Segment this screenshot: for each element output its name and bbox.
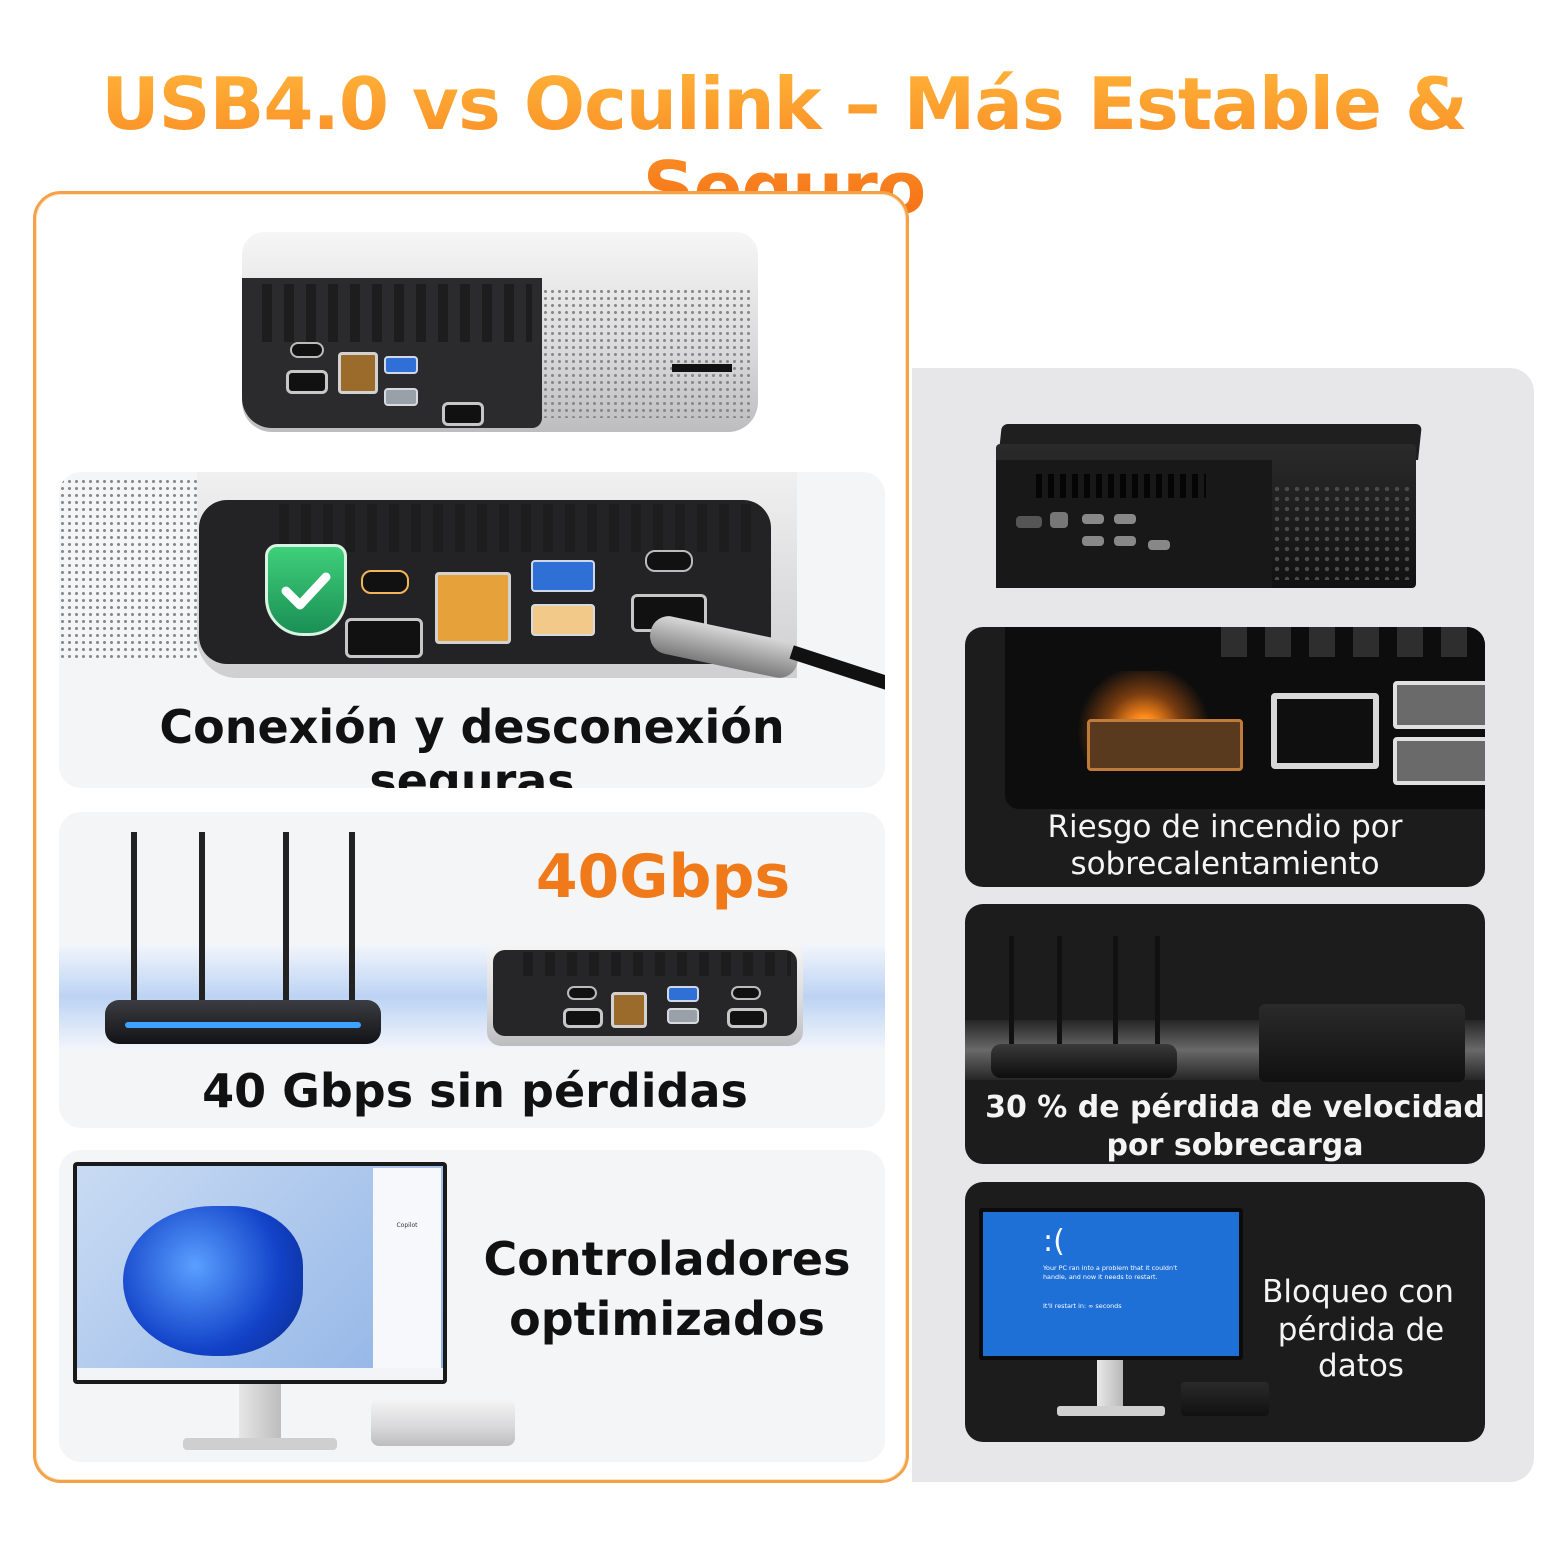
copilot-label: Copilot [396, 1222, 418, 1229]
page-title: USB4.0 vs Oculink – Más Estable & Seguro [0, 62, 1568, 230]
fire-risk-line2: sobrecalentamiento [1070, 846, 1380, 882]
mini-pc-black-small-image [1259, 1004, 1465, 1082]
card-drivers-line2: optimizados [509, 1292, 825, 1346]
card-40gbps-text: 40 Gbps sin pérdidas [202, 1064, 748, 1118]
card-drivers: Copilot Controladores optimizados [59, 1150, 885, 1462]
shield-check-icon [265, 544, 347, 636]
bsod-msg1: Your PC ran into a problem that it could… [1043, 1264, 1178, 1272]
bsod-monitor-image: :( Your PC ran into a problem that it co… [979, 1208, 1243, 1422]
card-drivers-line1: Controladores [483, 1232, 851, 1286]
bsod-msg2: handle, and now it needs to restart. [1043, 1273, 1158, 1281]
data-loss-line2: pérdida de datos [1277, 1312, 1445, 1384]
router-dark-image [991, 936, 1181, 1082]
bsod-restart: It'll restart in: ∞ seconds [1043, 1302, 1122, 1310]
router-image [105, 832, 385, 1052]
card-safe-connection: Conexión y desconexión seguras [59, 472, 885, 788]
mini-pc-small-image [371, 1398, 515, 1446]
mini-pc-silver-image [242, 232, 758, 446]
card-speed-loss: 30 % de pérdida de velocidad por sobreca… [965, 904, 1485, 1164]
speed-loss-line1: 30 % de pérdida de velocidad [985, 1090, 1485, 1125]
card-fire-risk: Riesgo de incendio por sobrecalentamient… [965, 627, 1485, 887]
data-loss-line1: Bloqueo con [1262, 1274, 1454, 1310]
mini-pc-front-image [487, 942, 803, 1046]
fire-risk-line1: Riesgo de incendio por [1047, 809, 1403, 845]
monitor-image: Copilot [73, 1162, 447, 1458]
speed-label: 40Gbps [535, 842, 791, 912]
mini-pc-black-tiny-image [1181, 1382, 1269, 1416]
card-40gbps: 40Gbps 40 Gbps sin pérdidas [59, 812, 885, 1128]
speed-loss-line2: por sobrecarga [1106, 1128, 1364, 1163]
card-data-loss: :( Your PC ran into a problem that it co… [965, 1182, 1485, 1442]
mini-pc-black-image [996, 424, 1422, 588]
card-safe-connection-text: Conexión y desconexión seguras [159, 700, 785, 788]
bsod-face: :( [1043, 1224, 1065, 1259]
